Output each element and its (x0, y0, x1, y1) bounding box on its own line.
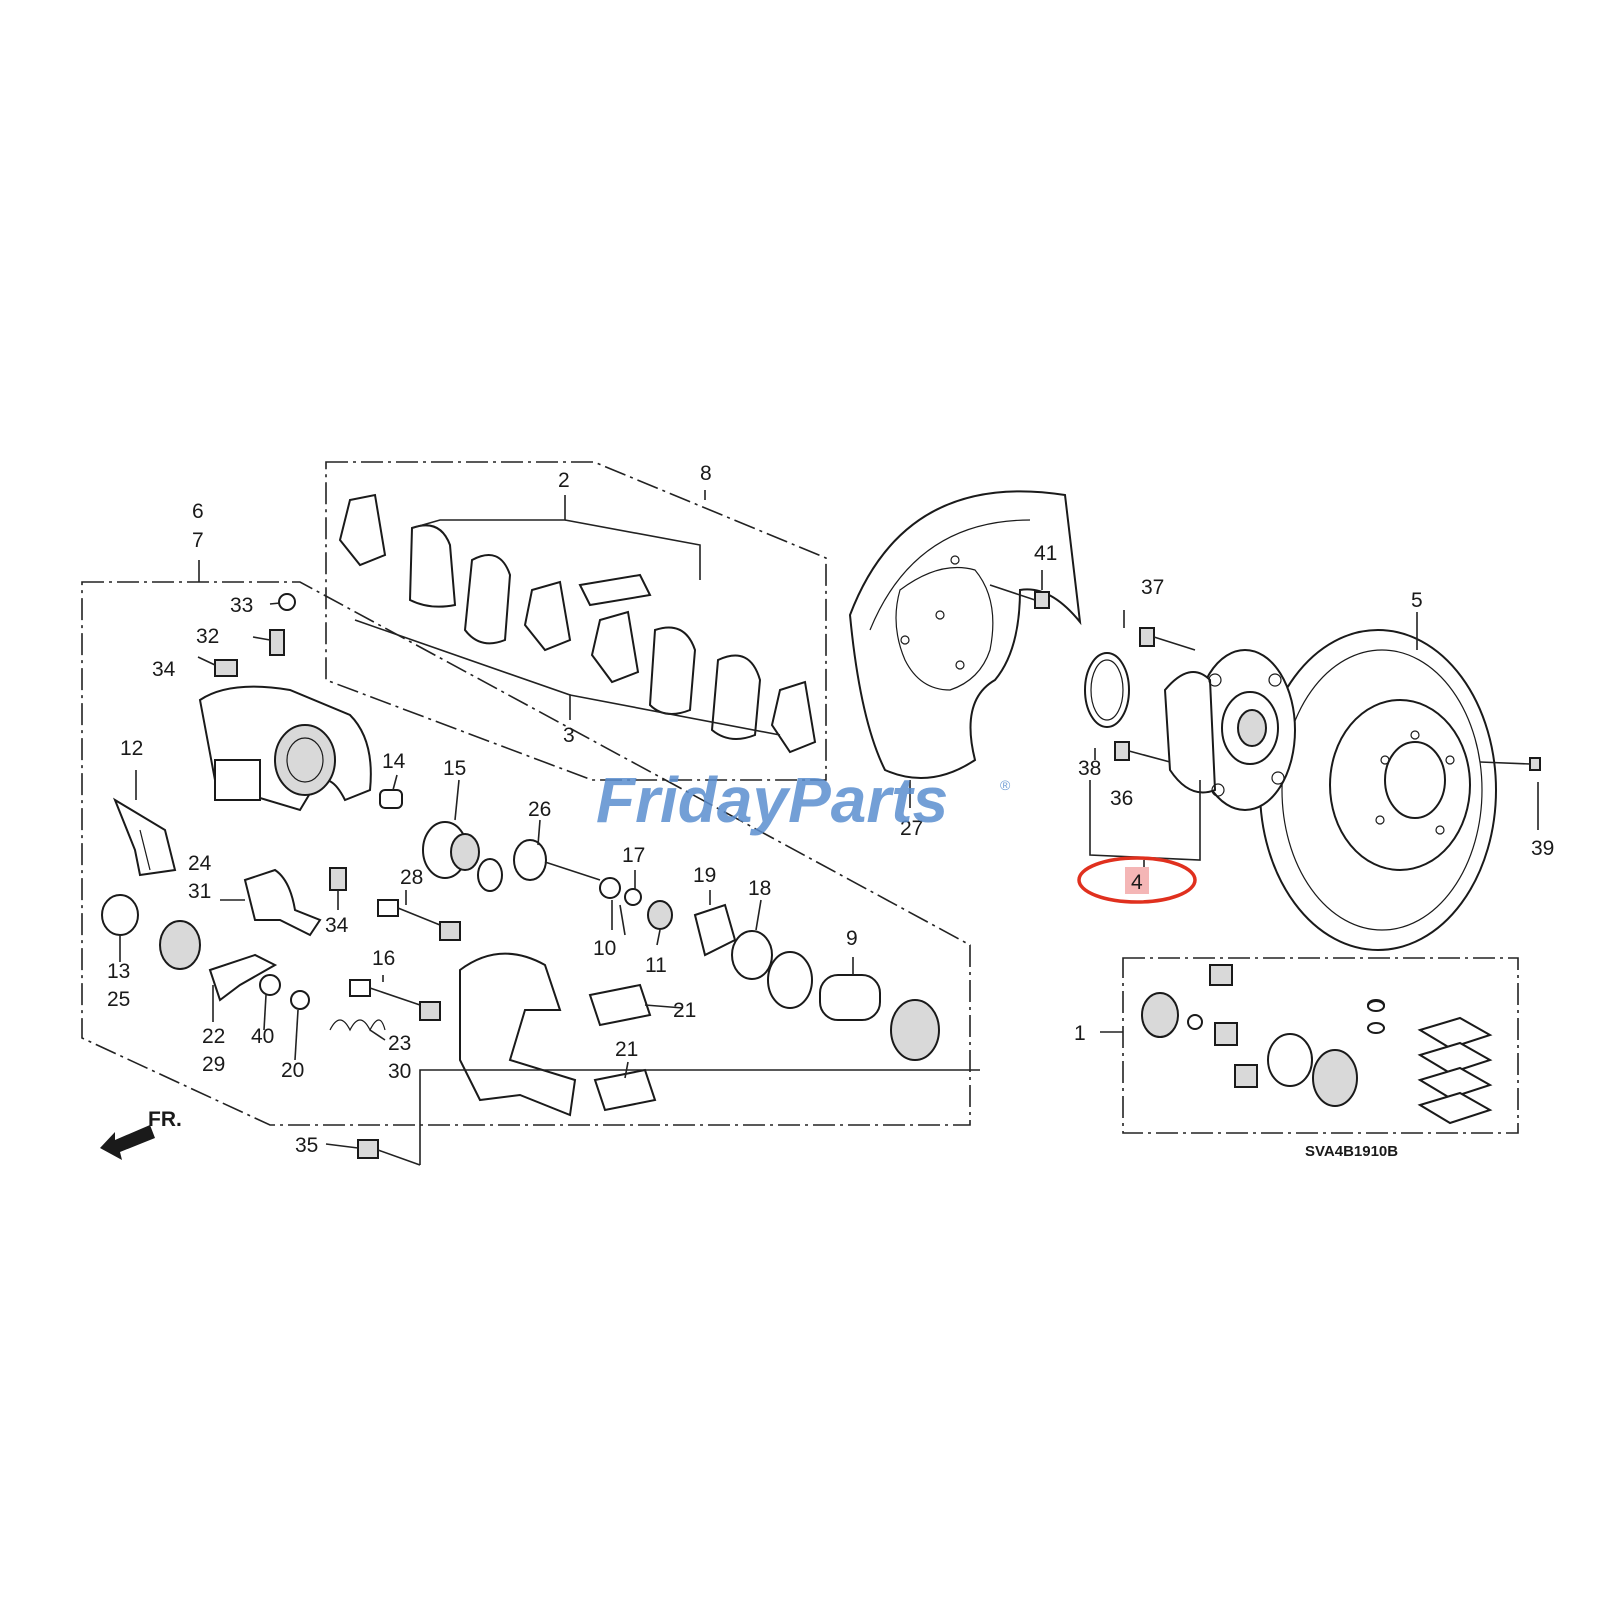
caliper-body (198, 685, 372, 812)
callout-1: 1 (1074, 1022, 1086, 1045)
guide-pin-28 (377, 899, 461, 941)
callout-39: 39 (1531, 837, 1554, 860)
callout-14: 14 (382, 750, 406, 773)
seal-kit-contents (1141, 964, 1493, 1125)
washer-40 (259, 974, 281, 996)
callout-35: 35 (295, 1134, 318, 1157)
caliper-group-box (81, 581, 971, 1126)
callout-27: 27 (900, 817, 923, 840)
bleeder-32 (269, 629, 285, 656)
callout-25: 25 (107, 988, 130, 1011)
hub-bearing-assembly (1163, 649, 1296, 811)
callout-5: 5 (1411, 589, 1423, 612)
callout-7: 7 (192, 529, 204, 552)
callout-32: 32 (196, 625, 219, 648)
watermark-brand-part2: Parts (788, 764, 948, 836)
callout-6: 6 (192, 500, 204, 523)
callout-31: 31 (188, 880, 211, 903)
callout-labels: 1 2 3 4 5 6 7 8 9 10 11 12 13 14 15 16 1… (107, 462, 1554, 1157)
spring-23 (329, 1019, 386, 1032)
bolt-34-lower (329, 867, 347, 891)
callout-15: 15 (443, 757, 466, 780)
callout-17: 17 (622, 844, 645, 867)
watermark-brand-part1: Friday (596, 764, 791, 836)
svg-text:FridayParts: FridayParts (596, 764, 948, 836)
pad-group-box (325, 461, 827, 781)
callout-16: 16 (372, 947, 395, 970)
part-15 (422, 821, 503, 892)
shield-bolt (989, 584, 1050, 609)
bolt-34-upper (214, 659, 238, 677)
front-arrow-label: FR. (148, 1108, 182, 1131)
clip-19 (693, 903, 737, 957)
ring-18 (731, 930, 773, 980)
callout-2: 2 (558, 469, 570, 492)
piston-13 (101, 894, 139, 936)
callout-21-upper: 21 (673, 999, 696, 1022)
disc-screw (1479, 757, 1541, 771)
washer-17 (624, 888, 642, 906)
callout-40: 40 (251, 1025, 274, 1048)
clip-21-lower (593, 1068, 657, 1112)
callout-12: 12 (120, 737, 143, 760)
brake-disc-rotor (1259, 629, 1497, 951)
sleeve-14 (379, 789, 403, 809)
callout-28: 28 (400, 866, 423, 889)
hub-bolt-upper (1139, 627, 1196, 651)
hub-bolt-lower (1114, 741, 1171, 763)
callout-19: 19 (693, 864, 716, 887)
highlighted-callout: 4 (1131, 871, 1143, 894)
seal-9a (767, 951, 813, 1009)
guide-pin-16 (349, 979, 441, 1021)
watermark-trademark: ® (1000, 777, 1011, 793)
brake-pads (408, 524, 762, 740)
cap-33 (278, 593, 296, 611)
callout-10: 10 (593, 937, 616, 960)
callout-34-upper: 34 (152, 658, 176, 681)
callout-9: 9 (846, 927, 858, 950)
callout-34-lower: 34 (325, 914, 349, 937)
callout-24: 24 (188, 852, 212, 875)
callout-30: 30 (388, 1060, 411, 1083)
callout-22: 22 (202, 1025, 225, 1048)
callout-29: 29 (202, 1053, 225, 1076)
piston-9 (819, 974, 881, 1021)
bracket-22 (208, 953, 278, 1002)
washer-20 (290, 990, 310, 1010)
callout-23: 23 (388, 1032, 411, 1055)
adjuster-spindle-26 (513, 839, 601, 881)
caliper-mounting-bracket (459, 952, 577, 1117)
callout-3: 3 (563, 724, 575, 747)
callout-18: 18 (748, 877, 771, 900)
callout-33: 33 (230, 594, 253, 617)
o-ring (1084, 652, 1130, 728)
pad-shims (338, 493, 817, 754)
callout-8: 8 (700, 462, 712, 485)
callout-41: 41 (1034, 542, 1057, 565)
highlight-part-4: 4 (1077, 856, 1197, 904)
front-direction-arrow-icon: FR. (100, 1108, 182, 1160)
brand-watermark: FridayParts ® (596, 764, 1011, 836)
callout-37: 37 (1141, 576, 1164, 599)
callout-21-lower: 21 (615, 1038, 638, 1061)
washer-10 (599, 877, 621, 899)
caliper-clip (112, 797, 177, 877)
callout-36: 36 (1110, 787, 1133, 810)
part-11 (647, 900, 673, 930)
seal-9b (890, 999, 940, 1061)
bolt-35 (357, 1139, 421, 1166)
caliper-bracket-arm (243, 868, 322, 937)
callout-13: 13 (107, 960, 130, 983)
callout-38: 38 (1078, 757, 1101, 780)
diagram-code: SVA4B1910B (1305, 1143, 1398, 1160)
callout-20: 20 (281, 1059, 304, 1082)
clip-21-upper (588, 983, 652, 1027)
callout-26: 26 (528, 798, 551, 821)
backing-plate-splash-shield (848, 490, 1082, 779)
seal-kit-box (1122, 957, 1519, 1134)
boot-25 (159, 920, 201, 970)
callout-11: 11 (645, 954, 667, 977)
